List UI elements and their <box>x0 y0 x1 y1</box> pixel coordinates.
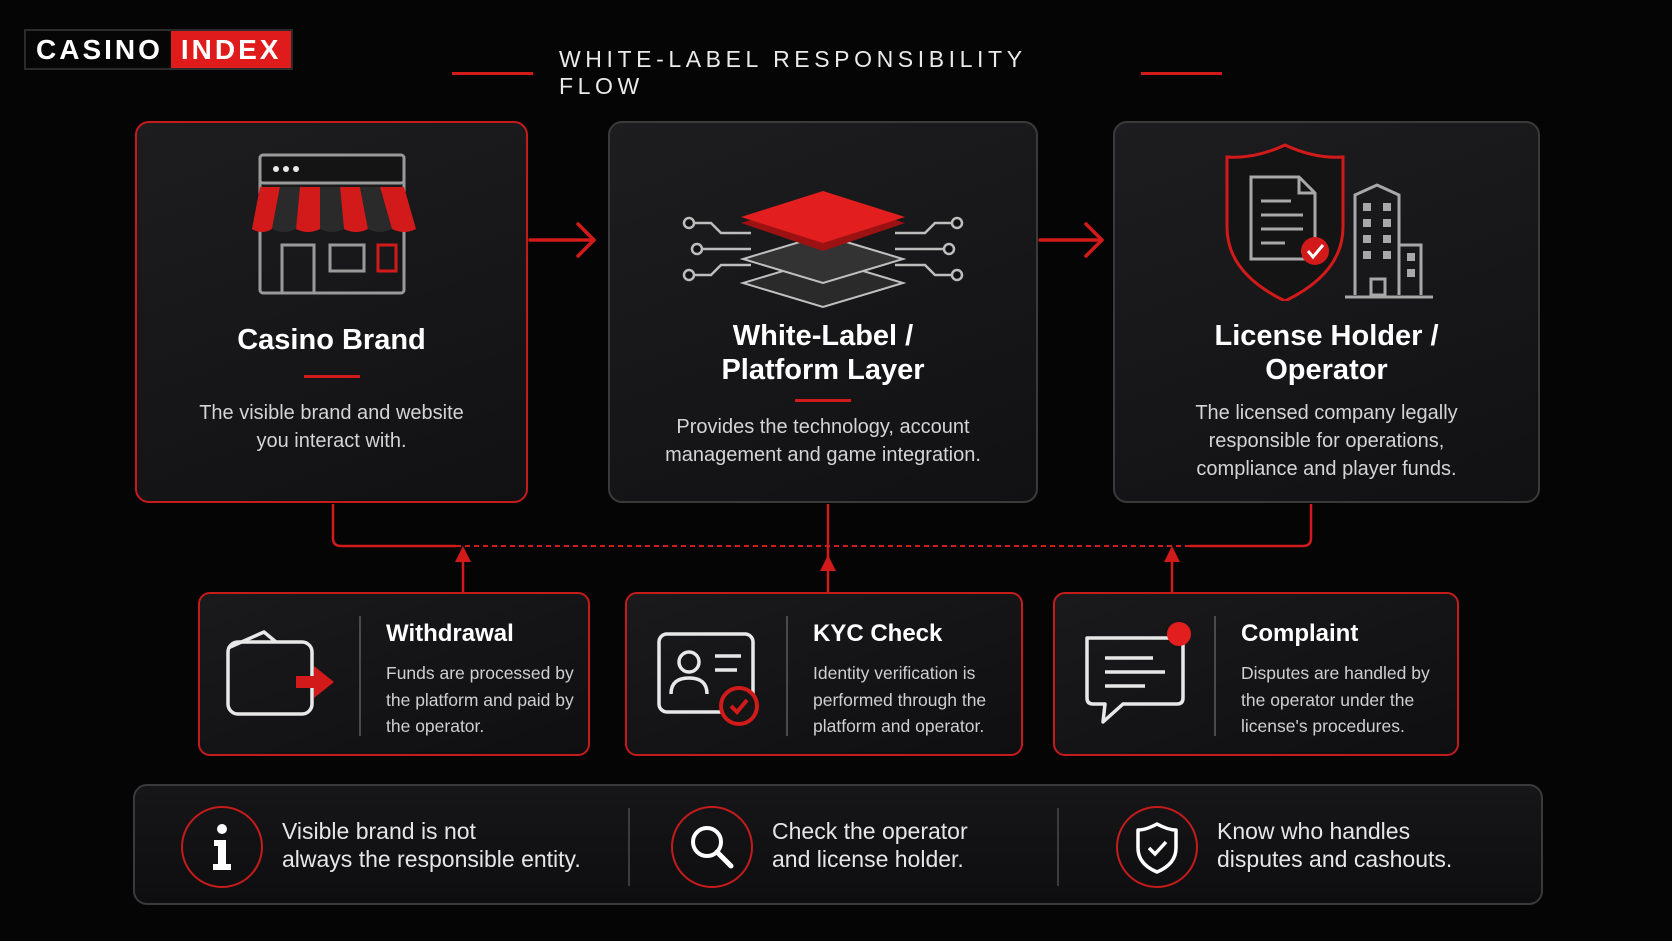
process-description: Funds are processed by the platform and … <box>386 663 574 736</box>
process-title: Withdrawal <box>386 620 514 647</box>
tip-text: Visible brand is not always the responsi… <box>282 817 581 873</box>
process-title: Complaint <box>1241 620 1359 647</box>
tip-text: Know who handles disputes and cashouts. <box>1217 817 1452 873</box>
card-rule <box>303 375 360 378</box>
storefront-icon <box>137 141 526 301</box>
card-license-holder[interactable]: License Holder / Operator The licensed c… <box>1113 121 1540 503</box>
divider <box>786 616 788 736</box>
shield-document-building-icon <box>1115 141 1538 301</box>
page-title-text: WHITE-LABEL RESPONSIBILITY FLOW <box>558 46 1027 99</box>
brand-logo[interactable]: CASINO INDEX <box>24 29 294 70</box>
tip-line2: always the responsible entity. <box>282 846 581 872</box>
card-rule <box>795 399 851 402</box>
title-rule-left <box>452 71 533 75</box>
connector-left-bracket <box>331 504 456 548</box>
arrow-platform-to-operator <box>1038 222 1104 258</box>
info-icon <box>181 806 263 888</box>
search-icon <box>671 806 753 888</box>
card-description: Provides the technology, account managem… <box>665 416 981 466</box>
process-card-withdrawal[interactable]: Withdrawal Funds are processed by the pl… <box>198 592 590 756</box>
card-description: The licensed company legally responsible… <box>1195 402 1458 480</box>
process-description: Disputes are handled by the operator und… <box>1241 663 1430 736</box>
arrow-up-complaint <box>1164 546 1180 562</box>
card-title-line2: Platform Layer <box>721 354 925 386</box>
tip-line2: disputes and cashouts. <box>1217 846 1453 872</box>
chat-bubble-icon <box>1073 618 1191 734</box>
page-title: WHITE-LABEL RESPONSIBILITY FLOW <box>452 46 1222 99</box>
process-description: Identity verification is performed throu… <box>813 663 987 736</box>
card-title: White-Label / Platform Layer <box>610 319 1036 387</box>
connector-right-bracket <box>1190 504 1313 548</box>
wallet-icon <box>218 618 336 734</box>
arrow-up-kyc <box>820 555 836 571</box>
tip-text: Check the operator and license holder. <box>772 817 968 873</box>
card-platform-layer[interactable]: White-Label / Platform Layer Provides th… <box>608 121 1038 503</box>
card-title: Casino Brand <box>237 324 426 356</box>
divider <box>1214 616 1216 736</box>
divider <box>359 616 361 736</box>
logo-text-casino: CASINO <box>26 31 171 68</box>
process-card-kyc[interactable]: KYC Check Identity verification is perfo… <box>625 592 1023 756</box>
tip-divider <box>1057 808 1059 886</box>
tip-line2: and license holder. <box>772 846 964 872</box>
process-title: KYC Check <box>813 620 943 647</box>
tip-divider <box>628 808 630 886</box>
logo-text-index: INDEX <box>170 31 292 68</box>
card-title-line2: Operator <box>1265 354 1388 386</box>
shield-check-icon <box>1116 806 1198 888</box>
card-title-line1: White-Label / <box>732 320 914 352</box>
card-description: The visible brand and website you intera… <box>199 402 464 452</box>
process-card-complaint[interactable]: Complaint Disputes are handled by the op… <box>1053 592 1459 756</box>
card-casino-brand[interactable]: Casino Brand The visible brand and websi… <box>135 121 528 503</box>
layers-icon <box>610 141 1036 309</box>
tip-line1: Check the operator <box>772 818 968 844</box>
title-rule-right <box>1141 71 1222 75</box>
card-title-line1: License Holder / <box>1214 320 1439 352</box>
tips-bar: Visible brand is not always the responsi… <box>133 784 1543 905</box>
tip-line1: Know who handles <box>1217 818 1411 844</box>
tip-line1: Visible brand is not <box>282 818 476 844</box>
arrow-up-withdrawal <box>455 546 471 562</box>
arrow-brand-to-platform <box>528 222 596 258</box>
id-card-check-icon <box>645 618 763 734</box>
card-title: License Holder / Operator <box>1115 319 1538 387</box>
